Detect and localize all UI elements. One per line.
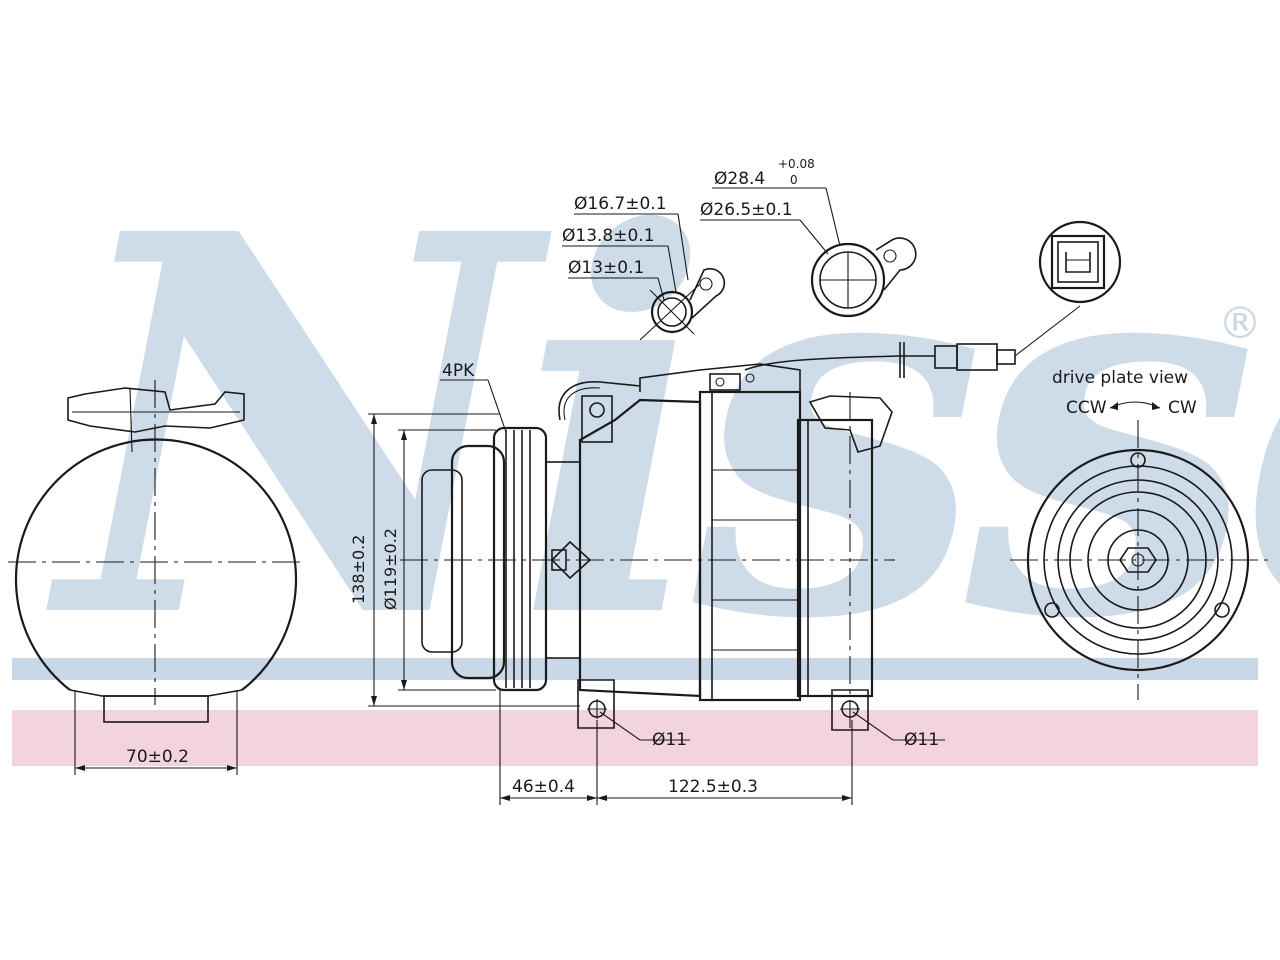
side-view: 70±0.2 bbox=[8, 380, 305, 775]
port-detail-large: Ø28.4 +0.08 0 Ø26.5±0.1 bbox=[700, 157, 917, 318]
belt-type-label: 4PK bbox=[442, 361, 475, 381]
pulley-diameter-dimension: Ø119±0.2 bbox=[381, 528, 400, 610]
pulley-offset-dimension: 46±0.4 bbox=[512, 777, 575, 797]
front-view: 138±0.2 Ø119±0.2 46±0.4 122.5±0.3 Ø11 Ø1… bbox=[349, 305, 1081, 805]
mount-hole-2-label: Ø11 bbox=[904, 730, 939, 750]
port-2-tolerance-upper: +0.08 bbox=[778, 157, 815, 171]
port-1-inner-label: Ø13±0.1 bbox=[568, 258, 644, 278]
pink-band bbox=[12, 710, 1258, 766]
port-2-inner-label: Ø26.5±0.1 bbox=[700, 200, 793, 220]
mount-spacing-dimension: 122.5±0.3 bbox=[668, 777, 758, 797]
mount-hole-1-label: Ø11 bbox=[652, 730, 687, 750]
brand-watermark: Nissens bbox=[44, 122, 1280, 733]
registered-mark-icon: ® bbox=[1218, 298, 1262, 349]
port-1-mid-label: Ø13.8±0.1 bbox=[562, 226, 655, 246]
port-detail-small: Ø16.7±0.1 Ø13.8±0.1 Ø13±0.1 bbox=[562, 194, 726, 341]
connector-detail bbox=[1038, 220, 1122, 304]
rotation-cw-label: CW bbox=[1168, 398, 1197, 418]
drive-plate-view-title: drive plate view bbox=[1052, 368, 1188, 388]
port-2-tolerance-lower: 0 bbox=[790, 173, 798, 187]
blue-band bbox=[12, 658, 1258, 680]
port-2-outer-label: Ø28.4 bbox=[714, 169, 765, 189]
port-1-outer-label: Ø16.7±0.1 bbox=[574, 194, 667, 214]
width-dimension: 70±0.2 bbox=[126, 747, 189, 767]
drive-plate-view: drive plate view CCW CW bbox=[1010, 368, 1270, 700]
rotation-ccw-label: CCW bbox=[1066, 398, 1107, 418]
height-dimension: 138±0.2 bbox=[349, 535, 368, 604]
